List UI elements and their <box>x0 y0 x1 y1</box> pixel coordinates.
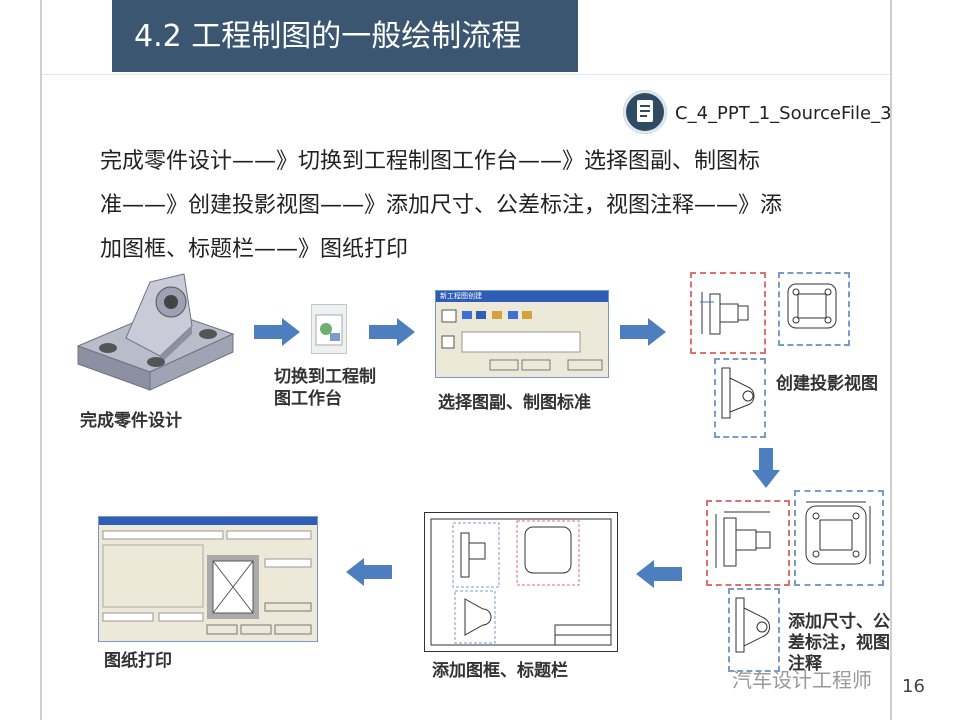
watermark: 汽车设计工程师 <box>732 668 872 692</box>
annotated-front-frame <box>706 500 790 586</box>
caption-switch-workbench: 切换到工程制 图工作台 <box>274 366 376 410</box>
flow-arrow-down <box>752 448 780 492</box>
caption-part-design: 完成零件设计 <box>80 411 182 431</box>
caption-line: 图工作台 <box>274 389 342 409</box>
part-model-image <box>68 268 238 408</box>
slide-title: 4.2 工程制图的一般绘制流程 <box>134 19 522 54</box>
caption-projection-views: 创建投影视图 <box>776 374 878 394</box>
dialog-title: 新工程图创建 <box>440 292 482 300</box>
annotated-side-drawing <box>732 594 774 664</box>
intro-paragraph: 完成零件设计——》切换到工程制图工作台——》选择图副、制图标 准——》创建投影视… <box>100 140 860 272</box>
front-view-drawing <box>696 284 758 348</box>
intro-line: 加图框、标题栏——》图纸打印 <box>100 237 409 262</box>
caption-print: 图纸打印 <box>104 651 172 671</box>
side-view-frame <box>714 358 766 438</box>
annotated-top-frame <box>794 490 884 586</box>
framed-drawing-sheet <box>424 512 618 652</box>
intro-line: 准——》创建投影视图——》添加尺寸、公差标注，视图注释——》添 <box>100 193 783 218</box>
caption-line: 差标注，视图 <box>788 633 890 653</box>
caption-line: 切换到工程制 <box>274 367 376 387</box>
annotated-side-frame <box>728 588 780 672</box>
top-view-drawing <box>784 280 840 340</box>
workbench-icon <box>311 304 347 354</box>
flow-arrow-right <box>369 318 415 350</box>
flow-arrow-right <box>620 318 666 350</box>
caption-line: 注释 <box>788 654 822 674</box>
caption-select-sheet: 选择图副、制图标准 <box>438 393 591 413</box>
annotated-top-drawing <box>800 498 874 580</box>
source-file-link[interactable]: C_4_PPT_1_SourceFile_3 <box>675 103 892 124</box>
intro-line: 完成零件设计——》切换到工程制图工作台——》选择图副、制图标 <box>100 149 761 174</box>
flow-arrow-left <box>636 560 682 592</box>
caption-line: 添加尺寸、公 <box>788 612 890 632</box>
flow-arrow-right <box>254 318 300 350</box>
side-view-drawing <box>718 364 760 430</box>
top-rule <box>42 74 890 75</box>
document-icon[interactable] <box>623 90 667 134</box>
left-border-line <box>40 0 42 720</box>
right-border-line <box>890 0 892 720</box>
annotated-front-drawing <box>712 508 782 578</box>
new-drawing-dialog: 新工程图创建 <box>435 290 609 378</box>
caption-annotation: 添加尺寸、公 差标注，视图 注释 <box>788 612 890 675</box>
caption-frame-title: 添加图框、标题栏 <box>432 661 568 681</box>
dialog-titlebar: 新工程图创建 <box>436 291 608 302</box>
top-view-frame <box>778 272 850 346</box>
page-number: 16 <box>902 676 925 697</box>
front-view-frame <box>690 272 766 354</box>
title-bar <box>112 0 578 72</box>
flow-arrow-left <box>346 558 392 590</box>
print-dialog <box>98 516 318 642</box>
